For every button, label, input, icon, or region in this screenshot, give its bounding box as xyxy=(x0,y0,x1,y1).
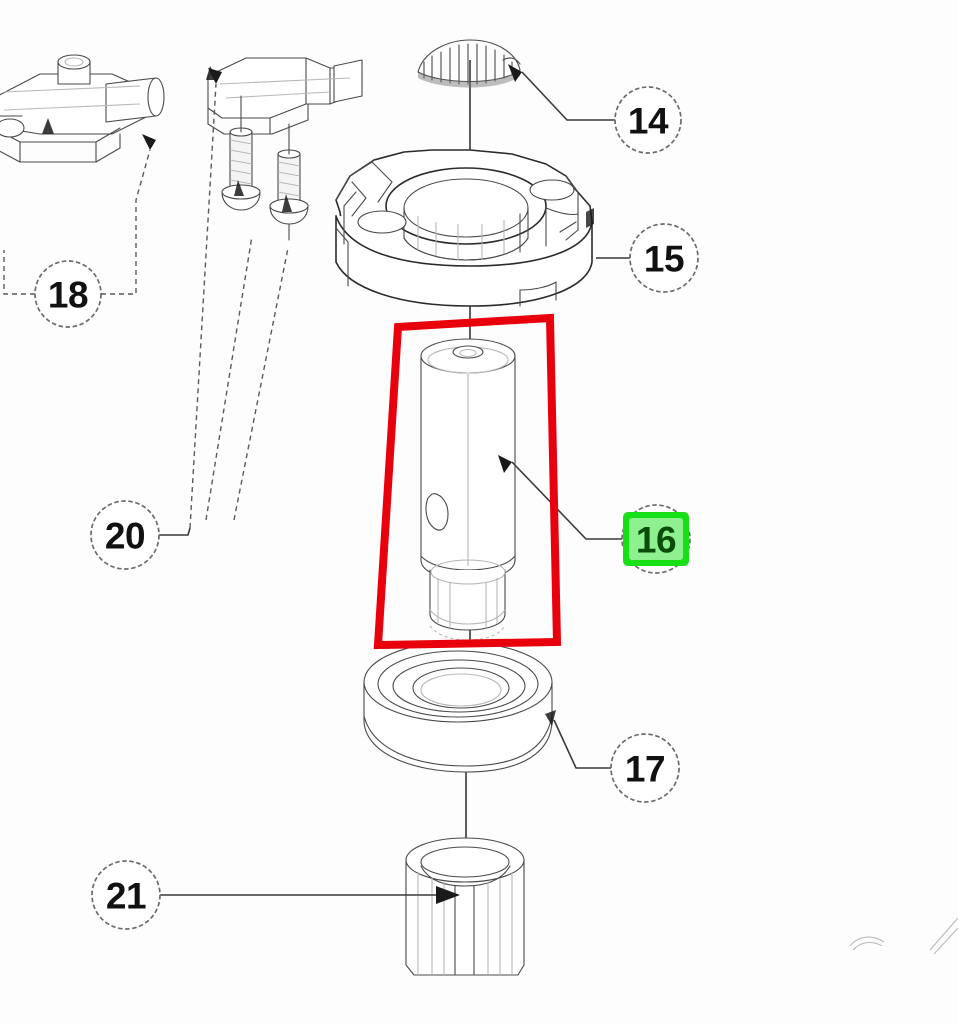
callout-18[interactable]: 18 xyxy=(34,260,102,328)
callout-14-circle xyxy=(614,86,682,154)
callout-20-label: 20 xyxy=(105,516,145,557)
callout-17-circle xyxy=(610,733,680,803)
callout-15-label: 15 xyxy=(644,239,684,280)
leader-21 xyxy=(160,886,460,904)
part-fragment-bottom-right xyxy=(849,917,958,955)
part-splined-sleeve xyxy=(405,837,525,976)
part-gear xyxy=(417,39,521,88)
callout-18-circle xyxy=(34,260,102,328)
callout-14[interactable]: 14 xyxy=(614,86,682,154)
red-selection-box xyxy=(373,313,562,650)
part-shaft-pin xyxy=(420,338,516,641)
callout-14-label: 14 xyxy=(628,101,669,142)
part-bolt-left xyxy=(221,95,261,211)
callout-15[interactable]: 15 xyxy=(629,223,699,293)
callout-21[interactable]: 21 xyxy=(91,860,161,930)
callout-20-circle xyxy=(90,500,160,570)
leader-14 xyxy=(508,64,615,121)
callout-20[interactable]: 20 xyxy=(90,500,160,570)
callout-21-label: 21 xyxy=(106,876,146,917)
part-bolt-right xyxy=(269,123,309,241)
callout-17-label: 17 xyxy=(625,749,665,790)
part-bearing-housing-flange xyxy=(335,149,594,307)
leader-16 xyxy=(498,455,622,540)
leader-20 xyxy=(159,68,289,536)
leader-17 xyxy=(553,719,611,769)
part-ball-bearing xyxy=(363,641,556,773)
callout-16-label: 16 xyxy=(636,520,676,561)
part-bracket-yoke xyxy=(0,54,165,163)
callout-21-circle xyxy=(91,860,161,930)
leader-lines xyxy=(3,64,630,904)
part-bracket-upper xyxy=(206,57,363,135)
highlight-box-inner xyxy=(629,518,683,560)
callout-17[interactable]: 17 xyxy=(610,733,680,803)
callout-layer: 14 15 16 17 18 20 21 xyxy=(34,86,699,930)
callout-18-label: 18 xyxy=(48,275,88,316)
callout-16[interactable]: 16 xyxy=(621,504,691,574)
callout-15-circle xyxy=(629,223,699,293)
leader-18 xyxy=(3,134,156,295)
